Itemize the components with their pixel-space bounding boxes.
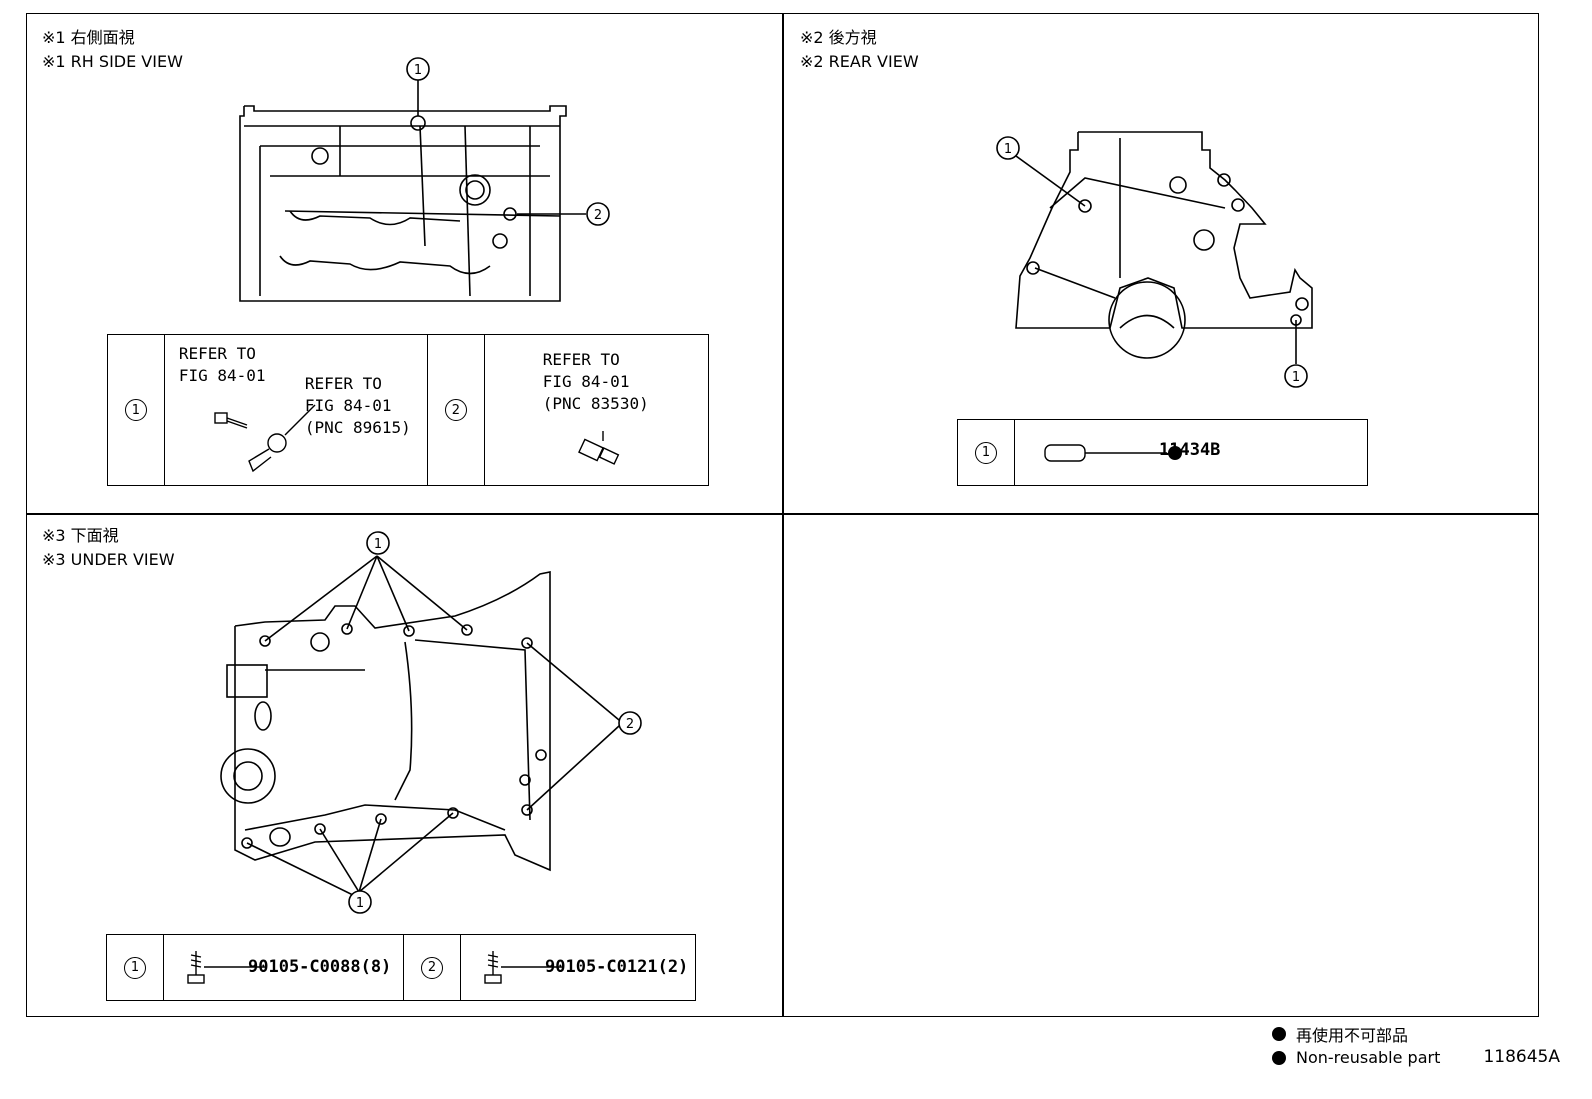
rh-side-view-drawing: 1 2 (239, 57, 610, 302)
figure-code: 118645A (1483, 1047, 1560, 1067)
callout-1: 1 (1004, 142, 1012, 157)
rear-parts-table: 1 11434B (957, 419, 1368, 486)
under-parts-table: 1 90105-C0088(8) 2 90105-C0121(2) (106, 934, 696, 1001)
title-en: ※2 REAR VIEW (800, 52, 919, 71)
index-2: 2 (444, 399, 467, 421)
refer-text-c: REFER TO FIG 84-01 (PNC 83530) (542, 350, 649, 413)
index-cell: 1 (107, 935, 164, 1000)
refer-text-a: REFER TO FIG 84-01 (178, 344, 266, 385)
legend-jp-text: 再使用不可部品 (1296, 1026, 1409, 1045)
legend-en: Non-reusable part (1272, 1048, 1440, 1067)
index-2: 2 (421, 956, 443, 979)
rear-view-title: ※2 後方視 ※2 REAR VIEW (800, 26, 919, 74)
callout-1: 1 (356, 896, 364, 911)
divider-vertical (782, 13, 784, 1017)
part-number-2: 90105-C0121(2) (545, 957, 689, 977)
sensor-icon (577, 431, 620, 465)
under-view-title: ※3 下面視 ※3 UNDER VIEW (42, 524, 175, 572)
under-view-drawing: 1 2 1 (220, 531, 642, 914)
legend-en-text: Non-reusable part (1296, 1048, 1441, 1067)
pin-icon (1044, 444, 1182, 462)
non-reusable-mark (1168, 446, 1182, 460)
callout-2: 2 (626, 717, 634, 732)
rh-side-view-title: ※1 右側面視 ※1 RH SIDE VIEW (42, 26, 183, 74)
bolt-icon (187, 951, 266, 984)
part-number: 11434B (1159, 440, 1221, 460)
title-jp: ※2 後方視 (800, 28, 877, 47)
callout-1: 1 (1292, 370, 1300, 385)
part-cell-1: 90105-C0088(8) (164, 935, 404, 1000)
part-cell-2: 90105-C0121(2) (461, 935, 694, 1000)
index-1: 1 (124, 956, 146, 979)
index-cell: 1 (108, 335, 165, 485)
callout-2: 2 (594, 208, 602, 223)
index-cell: 2 (404, 935, 461, 1000)
rh-side-parts-table: 1 REFER TO FIG 84-01 REFER TO FIG 84-01 … (107, 334, 709, 486)
non-reusable-dot-icon (1272, 1050, 1286, 1065)
title-en: ※1 RH SIDE VIEW (42, 52, 183, 71)
index-cell: 2 (428, 335, 485, 485)
legend-jp: 再使用不可部品 (1272, 1022, 1408, 1046)
bolt-and-sensor-icon (214, 404, 316, 473)
part-cell-1: REFER TO FIG 84-01 REFER TO FIG 84-01 (P… (165, 335, 428, 485)
part-cell-1: 11434B (1015, 420, 1366, 485)
index-1: 1 (124, 399, 147, 421)
refer-text-b: REFER TO FIG 84-01 (PNC 89615) (304, 374, 411, 437)
callout-1: 1 (374, 537, 382, 552)
title-jp: ※1 右側面視 (42, 28, 135, 47)
index-cell: 1 (958, 420, 1015, 485)
part-cell-2: REFER TO FIG 84-01 (PNC 83530) (485, 335, 708, 485)
callout-1: 1 (414, 63, 422, 78)
part-number-1: 90105-C0088(8) (248, 957, 392, 977)
bolt-icon (484, 951, 563, 984)
rear-view-drawing: 1 1 (996, 131, 1313, 388)
title-jp: ※3 下面視 (42, 526, 119, 545)
non-reusable-dot-icon (1272, 1027, 1286, 1041)
divider-horizontal (26, 513, 1539, 515)
index-1: 1 (975, 441, 997, 464)
title-en: ※3 UNDER VIEW (42, 550, 175, 569)
